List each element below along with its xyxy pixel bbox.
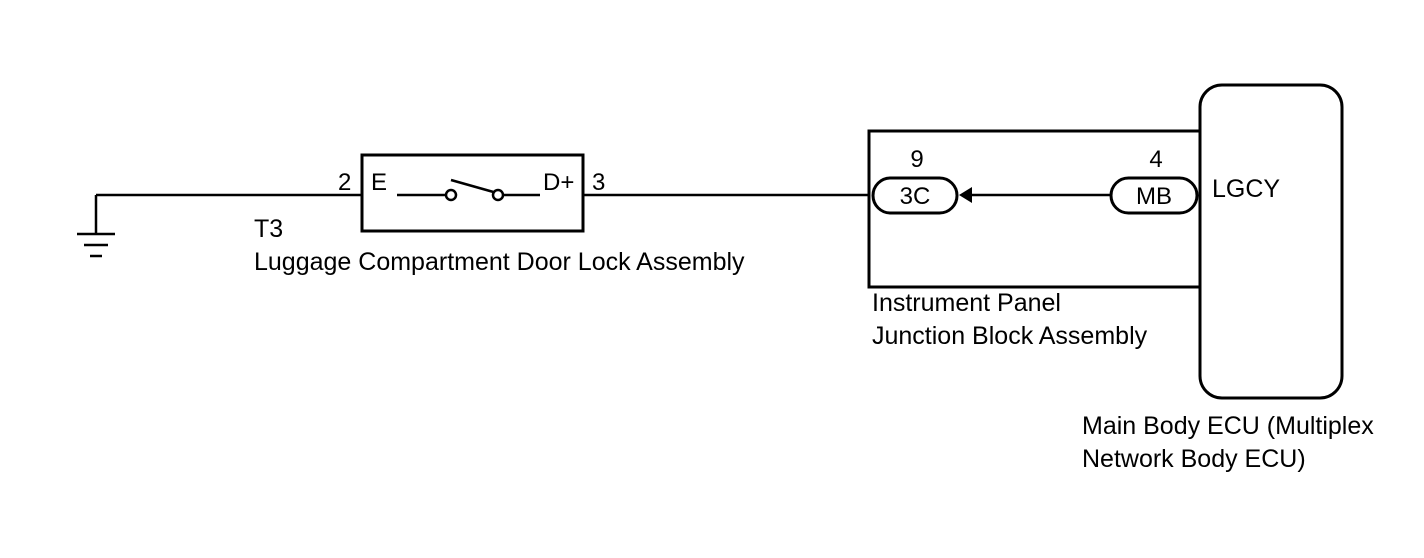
switch-icon xyxy=(397,178,540,202)
junction-block-name-line2: Junction Block Assembly xyxy=(872,322,1148,350)
switch-assembly-code: T3 xyxy=(254,215,283,243)
connector-3c-pin: 9 xyxy=(910,146,923,173)
pin-name-left: E xyxy=(371,169,387,196)
ecu-terminal-label: LGCY xyxy=(1212,175,1280,203)
connector-mb-pin: 4 xyxy=(1149,146,1162,173)
junction-block-box xyxy=(867,129,1200,289)
ecu-name-line2: Network Body ECU) xyxy=(1082,445,1306,473)
pin-number-left: 2 xyxy=(338,169,351,196)
ecu-box xyxy=(1198,83,1344,400)
pin-name-right: D+ xyxy=(543,169,574,196)
ecu-name-line1: Main Body ECU (Multiplex xyxy=(1082,412,1374,440)
ground-icon xyxy=(77,195,115,258)
switch-assembly-name: Luggage Compartment Door Lock Assembly xyxy=(254,248,745,276)
connector-mb xyxy=(1109,176,1199,215)
connector-mb-label: MB xyxy=(1136,183,1172,210)
pin-number-right: 3 xyxy=(592,169,605,196)
connector-3c-label: 3C xyxy=(900,183,931,210)
switch-assembly-box xyxy=(360,153,585,233)
connector-3c xyxy=(871,176,959,215)
junction-block-name-line1: Instrument Panel xyxy=(872,289,1061,317)
connector-arrow-icon xyxy=(959,187,1111,203)
